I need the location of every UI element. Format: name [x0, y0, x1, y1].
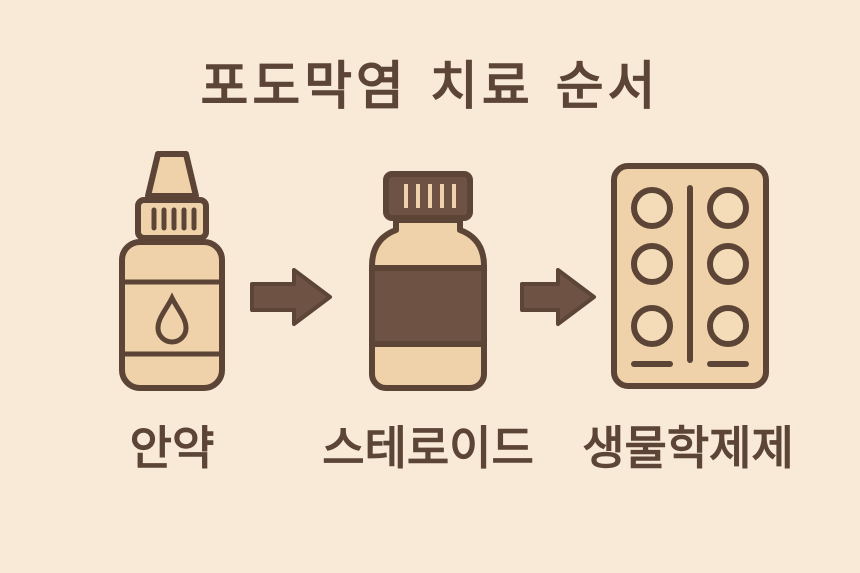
step-label-biologics: 생물학제제	[582, 421, 794, 475]
diagram-title: 포도막염 치료 순서	[200, 57, 660, 117]
step-label-steroid: 스테로이드	[322, 421, 534, 475]
arrow-right-icon	[250, 268, 332, 326]
arrow-right-icon	[520, 268, 596, 326]
pill-blister-pack-icon	[611, 163, 769, 389]
medicine-bottle-icon	[369, 171, 487, 391]
step-label-eye-drops: 안약	[129, 421, 215, 475]
eye-drop-bottle-icon	[119, 151, 225, 391]
